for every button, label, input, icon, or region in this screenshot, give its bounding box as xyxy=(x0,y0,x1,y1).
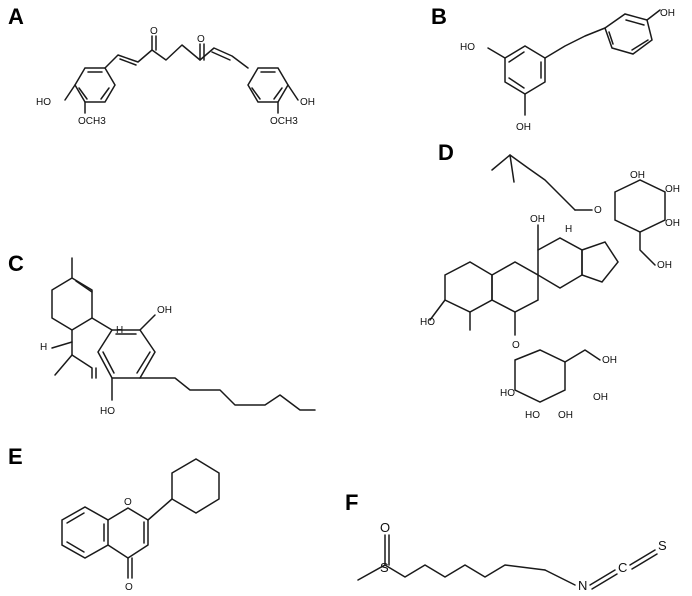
panel-label-f: F xyxy=(345,490,359,515)
structure-c: H H OH HO xyxy=(40,257,316,417)
label-oh-d-7: OH xyxy=(558,410,573,421)
label-ho-d: HO xyxy=(420,317,435,328)
label-ho-a-left: HO xyxy=(36,97,51,108)
label-oh-b-right: OH xyxy=(660,8,675,19)
label-oh-a-right: OH xyxy=(300,97,315,108)
structure-d: O OH OH OH OH OH HO O H OH HO HO OH OH xyxy=(420,154,680,421)
label-h-c2: H xyxy=(40,342,47,353)
label-oh-d-5: OH xyxy=(530,214,545,225)
label-o-d-2: O xyxy=(512,340,520,351)
label-o-a-1: O xyxy=(150,26,158,37)
structure-b: HO OH OH xyxy=(460,8,675,133)
label-s-f: S xyxy=(380,560,389,575)
label-oh-d-8: OH xyxy=(593,392,608,403)
label-o-d-1: O xyxy=(594,205,602,216)
label-h-d: H xyxy=(565,224,572,235)
label-oh-d-6: OH xyxy=(602,355,617,366)
label-o-a-2: O xyxy=(197,34,205,45)
label-n-f: N xyxy=(578,578,587,593)
label-o-e-ring: O xyxy=(124,497,132,508)
label-o-e-carbonyl: O xyxy=(125,582,133,593)
label-ho-d-3: HO xyxy=(525,410,540,421)
label-oh-d-1: OH xyxy=(630,170,645,181)
label-oh-b-bottom: OH xyxy=(516,122,531,133)
panel-label-e: E xyxy=(8,444,23,469)
label-oh-d-3: OH xyxy=(665,218,680,229)
label-och3-a-left: OCH3 xyxy=(78,116,106,127)
panel-label-c: C xyxy=(8,251,24,276)
panel-label-d: D xyxy=(438,140,454,165)
structure-e: O O xyxy=(61,458,220,593)
label-oh-d-4: OH xyxy=(657,260,672,271)
label-oh-c: OH xyxy=(157,305,172,316)
label-ho-c: HO xyxy=(100,406,115,417)
structure-a-curcumin: HO OCH3 O O OH OCH3 xyxy=(36,26,315,127)
label-o-f: O xyxy=(380,520,390,535)
structure-f: O S N C S xyxy=(357,520,667,593)
label-oh-d-2: OH xyxy=(665,184,680,195)
label-c-f: C xyxy=(618,560,627,575)
label-ho-d-2: HO xyxy=(500,388,515,399)
panel-label-b: B xyxy=(431,4,447,29)
panel-label-a: A xyxy=(8,4,24,29)
label-ho-b: HO xyxy=(460,42,475,53)
label-och3-a-right: OCH3 xyxy=(270,116,298,127)
label-s-f2: S xyxy=(658,538,667,553)
